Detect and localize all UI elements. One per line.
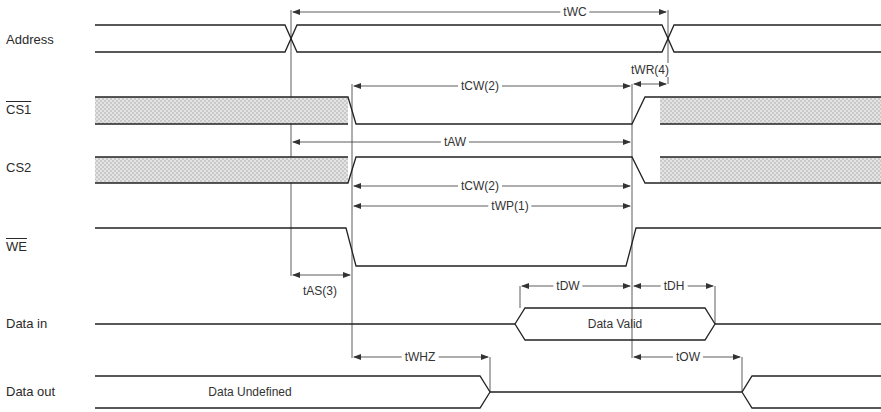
timing-parameter: tWHZ — [402, 350, 439, 364]
timing-parameter: tAS(3) — [300, 284, 340, 298]
signal-name: Address — [6, 33, 54, 47]
timing-parameter: tDH — [661, 279, 688, 293]
timing-parameter: tCW(2) — [458, 79, 502, 93]
data-state-label: Data Undefined — [208, 385, 291, 399]
timing-parameter: tWC — [560, 5, 589, 19]
signal-name: Data out — [6, 385, 55, 399]
signal-name: WE — [6, 240, 27, 254]
signal-name: CS2 — [6, 161, 31, 175]
timing-parameter: tCW(2) — [458, 179, 502, 193]
data-state-label: Data Valid — [588, 317, 642, 331]
timing-parameter: tAW — [441, 135, 469, 149]
signal-name: CS1 — [6, 103, 31, 117]
timing-parameter: tWR(4) — [628, 63, 672, 77]
timing-parameter: tOW — [673, 350, 703, 364]
timing-parameter: tWP(1) — [488, 199, 531, 213]
timing-parameter: tDW — [553, 279, 582, 293]
signal-name: Data in — [6, 317, 47, 331]
